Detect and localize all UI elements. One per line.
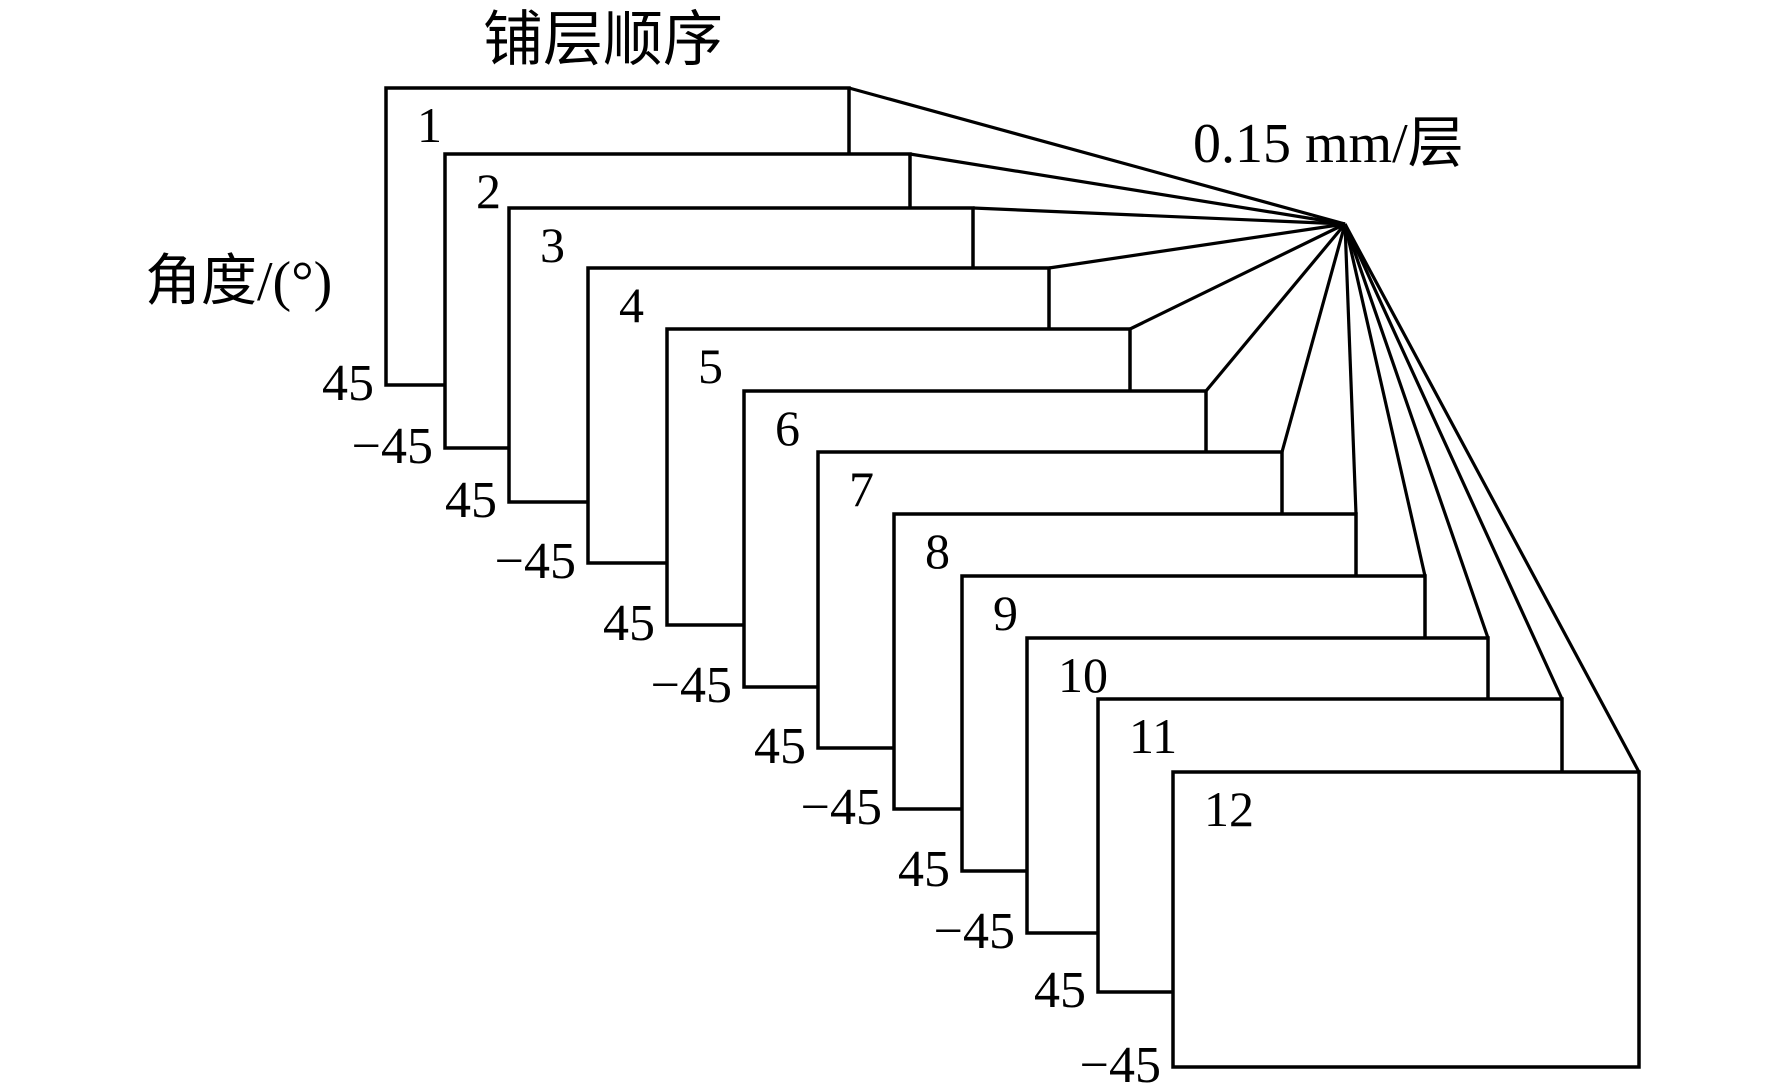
fan-line <box>1343 223 1358 515</box>
ply-number: 9 <box>993 585 1018 641</box>
ply-number: 11 <box>1129 708 1177 764</box>
ply-outline <box>1171 770 1641 1069</box>
fan-line <box>1343 223 1427 577</box>
ply-number: 1 <box>417 97 442 153</box>
ply-angle-label: 45 <box>322 355 374 412</box>
ply-number: 5 <box>698 338 723 394</box>
ply-angle-label: −45 <box>801 779 882 836</box>
fan-line <box>1343 223 1641 773</box>
ply-number: 2 <box>476 163 501 219</box>
ply-number: 4 <box>619 277 644 333</box>
fan-line <box>848 86 1346 226</box>
angle-axis-label: 角度/(°) <box>145 251 332 313</box>
ply-angle-label: 45 <box>898 841 950 898</box>
ply-angle-label: −45 <box>1080 1037 1161 1083</box>
ply-number: 7 <box>849 461 874 517</box>
fan-line <box>1280 223 1347 453</box>
ply-angle-label: 45 <box>445 472 497 529</box>
ply-number: 8 <box>925 523 950 579</box>
fan-line <box>909 152 1346 226</box>
fan-line <box>1048 222 1346 270</box>
ply-angle-label: −45 <box>651 657 732 714</box>
thickness-label: 0.15 mm/层 <box>1193 113 1464 175</box>
ply-12: 12 <box>1171 770 1641 1069</box>
ply-number: 10 <box>1058 647 1108 703</box>
ply-angle-label: −45 <box>495 533 576 590</box>
ply-angle-label: 45 <box>1034 962 1086 1019</box>
ply-number: 3 <box>540 217 565 273</box>
ply-angle-label: −45 <box>934 903 1015 960</box>
fan-line <box>1343 223 1564 700</box>
ply-angle-label: 45 <box>603 595 655 652</box>
ply-number: 12 <box>1204 781 1254 837</box>
ply-stack: 12345678910111245−4545−4545−4545−4545−45… <box>322 86 1641 1083</box>
fan-line <box>972 206 1346 226</box>
diagram-title: 铺层顺序 <box>483 7 723 73</box>
fan-line <box>1204 222 1347 393</box>
fan-line <box>1129 222 1346 331</box>
fan-line <box>1343 223 1490 639</box>
ply-angle-label: −45 <box>352 418 433 475</box>
ply-angle-label: 45 <box>754 718 806 775</box>
ply-number: 6 <box>775 400 800 456</box>
fan-lines <box>848 86 1641 773</box>
